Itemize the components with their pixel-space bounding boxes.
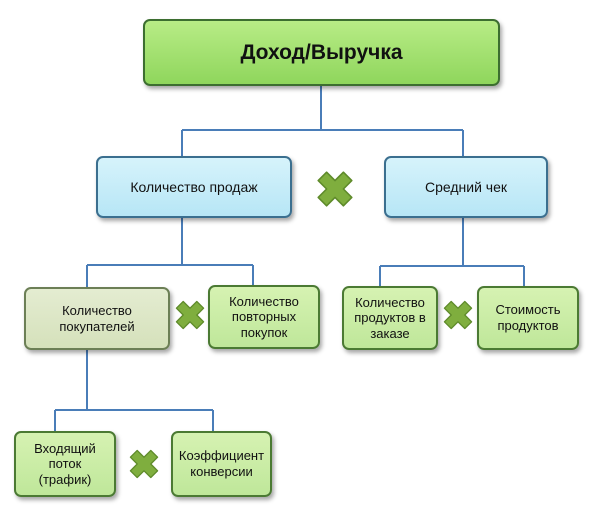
product-cost-box: Стоимость продуктов — [477, 286, 579, 350]
average-check-label: Средний чек — [424, 178, 507, 195]
multiply-icon — [317, 171, 353, 207]
conversion-rate-box: Коэффициент конверсии — [171, 431, 272, 497]
products-in-order-box: Количество продуктов в заказе — [342, 286, 438, 350]
connector-root — [181, 86, 464, 157]
inbound-traffic-label: Входящий поток (трафик) — [34, 440, 96, 487]
repeat-purchases-label: Количество повторных покупок — [229, 293, 299, 340]
connector-buyers — [54, 350, 214, 432]
buyers-count-box: Количество покупателей — [24, 287, 170, 350]
revenue-label: Доход/Выручка — [240, 40, 403, 64]
multiply-icon — [443, 300, 473, 330]
sales-count-label: Количество продаж — [130, 178, 258, 195]
multiply-icon — [175, 300, 205, 330]
repeat-purchases-box: Количество повторных покупок — [208, 285, 320, 349]
product-cost-label: Стоимость продуктов — [495, 302, 561, 333]
buyers-count-label: Количество покупателей — [59, 302, 135, 334]
conversion-rate-label: Коэффициент конверсии — [178, 448, 265, 479]
inbound-traffic-box: Входящий поток (трафик) — [14, 431, 116, 497]
connector-check — [379, 218, 525, 288]
revenue-box: Доход/Выручка — [143, 19, 500, 86]
average-check-box: Средний чек — [384, 156, 548, 218]
products-in-order-label: Количество продуктов в заказе — [354, 294, 426, 341]
multiply-icon — [129, 449, 159, 479]
connector-sales — [86, 218, 254, 288]
sales-count-box: Количество продаж — [96, 156, 292, 218]
